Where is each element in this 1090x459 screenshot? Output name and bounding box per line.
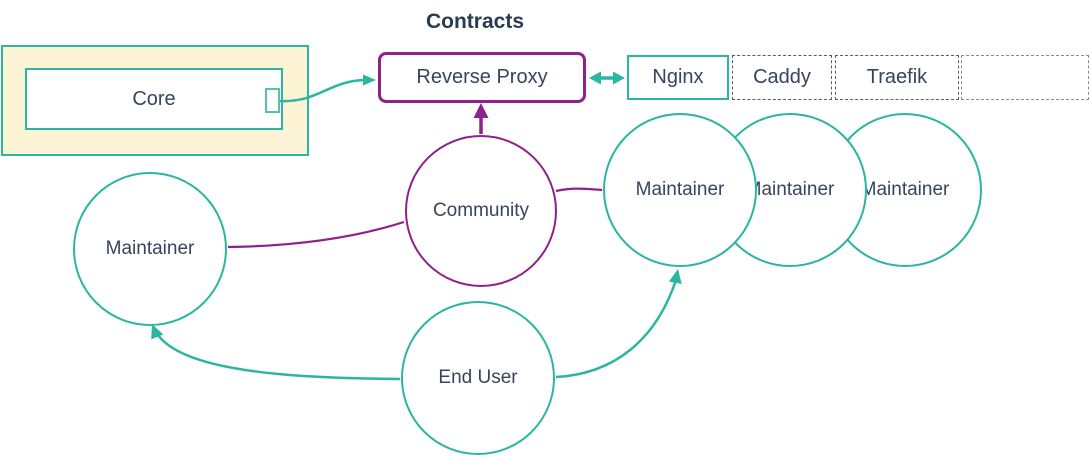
arrowhead-right-icon [613,71,625,85]
reverse-proxy-node: Reverse Proxy [378,52,586,103]
maintainer-left-node: Maintainer [73,172,227,326]
cell-caddy: Caddy [732,55,832,100]
core-node: Core [25,68,283,130]
maintainer-right-node-1: Maintainer [603,113,757,267]
edge-community-maintainer-right [555,187,603,193]
arrowhead-right-icon [363,74,376,86]
cell-nginx: Nginx [627,55,729,100]
community-node: Community [405,135,557,287]
cell-traefik: Traefik [835,55,959,100]
arrowhead-left-icon [589,71,601,85]
edge-end-user-to-maintainer-right [555,269,682,379]
arrowhead-up-icon [473,103,489,118]
diagram-title: Contracts [425,10,525,33]
core-port-connector [265,88,280,113]
edge-community-maintainer-left [227,220,405,249]
cell-empty [961,55,1089,100]
edge-community-to-reverse-proxy [473,103,489,134]
edge-end-user-to-maintainer-left [151,324,401,381]
end-user-node: End User [401,301,555,455]
maintainer-right-node-2: Maintainer [713,113,867,267]
edge-reverse-proxy-nginx-bidirectional [589,71,625,85]
arrowhead-up-icon [668,269,682,284]
